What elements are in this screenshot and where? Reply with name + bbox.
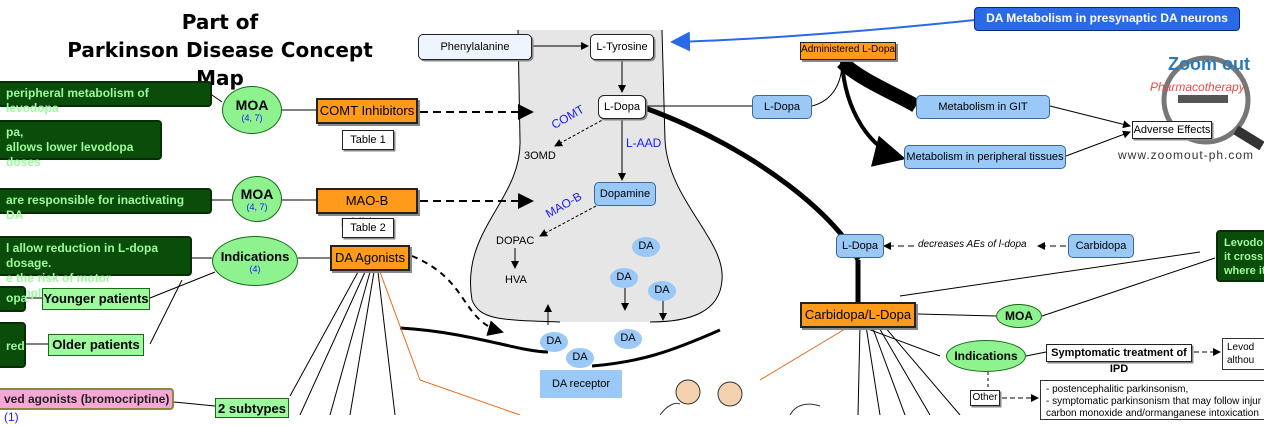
logo-pharm-text: Pharmacotherapy xyxy=(1150,80,1245,94)
table2-box[interactable]: Table 2 xyxy=(342,218,394,238)
decreases-aes-label: decreases AEs of l-dopa xyxy=(918,239,1027,250)
da-vesicle: DA xyxy=(614,329,642,349)
moa-right-oval: MOA xyxy=(996,304,1042,328)
cartoon-figures xyxy=(659,379,821,415)
da-vesicle: DA xyxy=(610,268,638,288)
maob-inhibitors-box[interactable]: MAO-B Inhibitors xyxy=(316,188,418,230)
moa-maob-oval: MOA(4, 7) xyxy=(232,176,282,222)
aaad-enzyme-label: L-AAD xyxy=(626,136,662,150)
dopac-label: DOPAC xyxy=(496,235,535,247)
other-indications-list: - postencephalitic parkinsonism,- sympto… xyxy=(1040,380,1264,420)
carbidopa-box[interactable]: Carbidopa xyxy=(1068,234,1134,258)
carbidopa-l-dopa-box[interactable]: Carbidopa/L-Dopa xyxy=(800,302,916,328)
page-title: Part of Parkinson Disease Concept Map xyxy=(67,10,373,90)
logo-zoom-text: Zoom out xyxy=(1168,54,1250,74)
da-receptor-box: DA receptor xyxy=(540,370,622,398)
table1-box[interactable]: Table 1 xyxy=(342,130,394,150)
older-patients: Older patients xyxy=(48,334,144,356)
dark-box-older: red xyxy=(0,322,26,368)
administered-l-dopa-box[interactable]: Administered L-Dopa xyxy=(800,42,896,60)
da-agonists-box[interactable]: DA Agonists xyxy=(330,245,410,271)
dark-box-younger: opa xyxy=(0,286,27,312)
da-vesicle: DA xyxy=(648,281,676,301)
dark-box-inactivating: are responsible for inactivating DA xyxy=(0,188,212,222)
phenylalanine-box: Phenylalanine xyxy=(418,34,532,60)
comt-inhibitors-box[interactable]: COMT Inhibitors xyxy=(316,98,418,124)
metabolism-git-box[interactable]: Metabolism in GIT xyxy=(916,95,1050,119)
two-subtypes: 2 subtypes xyxy=(215,398,289,418)
da-vesicle: DA xyxy=(566,348,594,368)
da-metabolism-button[interactable]: DA Metabolism in presynaptic DA neurons xyxy=(974,7,1240,31)
indications-right-oval: Indications xyxy=(946,340,1026,372)
ergot-agonists: ved agonists (bromocriptine) (1) xyxy=(0,388,174,424)
dark-box-peripheral: peripheral metabolism of levodopa xyxy=(0,81,212,115)
l-dopa-neuron-box: L-Dopa xyxy=(598,95,646,119)
indications-left-oval: Indications(4) xyxy=(212,236,298,286)
dark-box-reduction: l allow reduction in L-dopa dosage.e the… xyxy=(0,236,192,300)
dopamine-box: Dopamine xyxy=(594,182,656,206)
3omd-label: 3OMD xyxy=(524,150,556,162)
l-dopa-blood-box: L-Dopa xyxy=(752,95,812,119)
moa-comt-oval: MOA(4, 7) xyxy=(222,86,282,134)
da-vesicle: DA xyxy=(632,237,660,257)
other-box[interactable]: Other xyxy=(970,390,1000,406)
dark-box-levodopa-doses: pa,allows lower levodopa doses xyxy=(0,120,162,169)
logo-url[interactable]: www.zoomout-ph.com xyxy=(1118,148,1255,162)
hva-label: HVA xyxy=(505,274,527,286)
adverse-effects-box[interactable]: Adverse Effects xyxy=(1132,121,1212,139)
l-dopa-central-box: L-Dopa xyxy=(836,234,884,258)
da-vesicle: DA xyxy=(540,332,568,352)
symptomatic-ipd-box[interactable]: Symptomatic treatment of IPD xyxy=(1046,344,1192,375)
l-tyrosine-box: L-Tyrosine xyxy=(590,34,654,60)
younger-patients: Younger patients xyxy=(42,288,150,310)
metabolism-peripheral-box[interactable]: Metabolism in peripheral tissues xyxy=(904,145,1066,169)
